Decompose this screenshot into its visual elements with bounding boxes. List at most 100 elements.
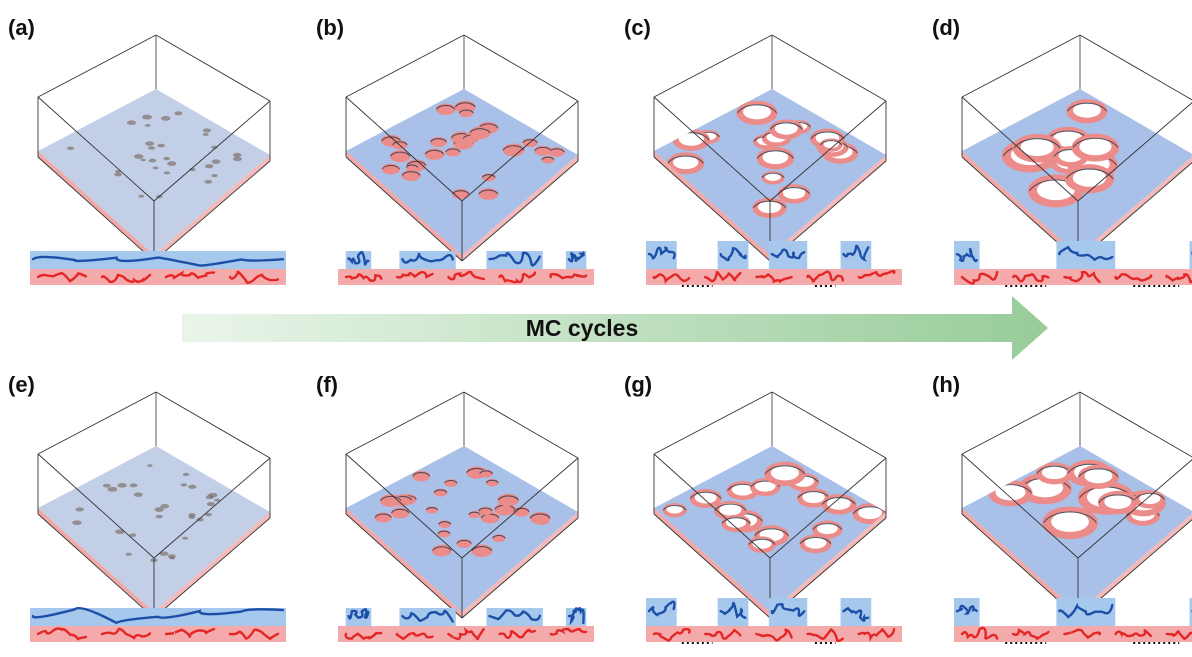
pore-rim (497, 495, 519, 501)
pore (129, 533, 137, 537)
panel-label: (b) (316, 15, 345, 40)
pore (115, 529, 125, 535)
panel-c: (c) (624, 15, 904, 300)
pore-rim (437, 530, 451, 535)
red-chain (36, 271, 88, 283)
pore (142, 114, 152, 120)
pore-group (72, 464, 221, 563)
simulation-box (961, 391, 1192, 619)
pore (206, 501, 216, 507)
pore-rim (478, 189, 499, 195)
pore-rim (405, 164, 419, 168)
blue-chain (647, 600, 676, 617)
box-edge (1077, 102, 1192, 202)
pore-rim (761, 172, 785, 179)
pore (208, 492, 218, 498)
blue-chain (347, 250, 370, 266)
pore (160, 116, 171, 121)
blue-chain (770, 602, 806, 617)
pore-rim (458, 109, 474, 114)
pore-rim (430, 138, 448, 143)
pore-rim (797, 491, 830, 499)
blue-chain (401, 609, 454, 623)
box-edge (771, 34, 887, 102)
film-surface (38, 446, 270, 612)
pore-rim (1043, 511, 1097, 524)
pore-core (762, 150, 789, 165)
box-edge (1077, 459, 1192, 559)
box-edge (461, 457, 579, 559)
pore-core (719, 503, 742, 516)
pore (140, 158, 146, 162)
pore-rim (1067, 102, 1107, 112)
panel-label: (a) (8, 15, 35, 40)
pore-rim (748, 538, 776, 545)
box-edge (653, 513, 771, 619)
pore-core (1079, 137, 1112, 156)
pore-core (694, 491, 717, 504)
cross-section-schematic (30, 251, 286, 285)
film-side-left (346, 151, 462, 261)
simulation-box (961, 34, 1192, 262)
box-edge (155, 391, 271, 459)
pore (152, 166, 159, 170)
pore (155, 514, 163, 519)
red-chain (1114, 273, 1153, 282)
pore-core (827, 497, 851, 510)
red-chain (857, 269, 896, 279)
pore-rim (1098, 494, 1138, 503)
box-edge (153, 457, 271, 559)
pore (205, 512, 212, 517)
box-edge (155, 34, 271, 102)
blue-chain (719, 601, 747, 619)
pore-rim (401, 171, 421, 176)
film-side-right (770, 155, 886, 261)
pore (133, 154, 144, 159)
pore (188, 515, 196, 520)
cross-section-schematic (30, 606, 286, 642)
pore-core (666, 504, 683, 514)
pore-group (374, 466, 551, 557)
film-side-left (654, 151, 770, 261)
blue-chain (955, 248, 978, 263)
pore-core (1104, 494, 1132, 509)
blue-block (768, 598, 808, 626)
box-edge (461, 160, 579, 262)
box-edge (961, 391, 1081, 455)
red-block-layer (338, 269, 594, 285)
panel-label: (f) (316, 372, 338, 397)
blue-block (717, 241, 749, 269)
box-edge (461, 100, 579, 202)
pore (107, 486, 118, 492)
panel-e: (e) (8, 372, 288, 657)
blue-block (1189, 598, 1192, 626)
box-edge (345, 96, 463, 202)
pore-rim (444, 479, 458, 484)
pore-rim (425, 507, 439, 511)
box-edge (37, 34, 157, 98)
box-edge (37, 391, 157, 455)
pore (159, 551, 169, 556)
pore-rim (810, 131, 845, 140)
box-edge (345, 34, 465, 98)
pore-rim (721, 517, 751, 524)
pore-rim (471, 546, 493, 552)
pore-rim (799, 536, 832, 545)
red-chain (652, 272, 691, 285)
pore (196, 517, 204, 522)
pore-core (1020, 138, 1054, 157)
red-chain (960, 270, 999, 285)
pore-rim (374, 513, 392, 518)
pore (202, 132, 209, 136)
pore (75, 507, 84, 512)
pore-rim (754, 528, 789, 537)
pore-rim (513, 507, 530, 513)
pore (188, 484, 197, 489)
pore-core (754, 480, 776, 492)
box-edge (769, 457, 887, 559)
pore (182, 536, 189, 540)
pore-core (731, 483, 754, 496)
pore (202, 128, 212, 133)
box-edge (653, 96, 771, 202)
pore (211, 174, 218, 178)
